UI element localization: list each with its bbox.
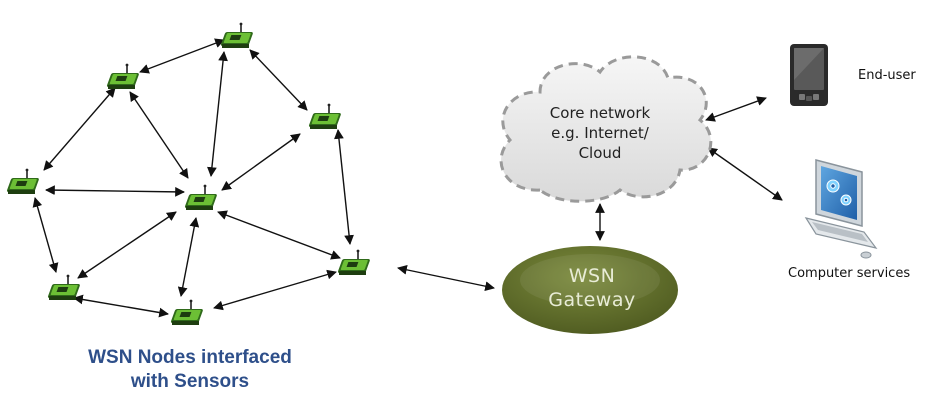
cloud-label-line: e.g. Internet/ [551, 124, 649, 142]
link [77, 211, 177, 279]
sensor-node-icon [46, 273, 82, 301]
link [213, 269, 337, 311]
diagram-caption: WSN Nodes interfaced with Sensors [40, 346, 340, 394]
gear-icon [826, 179, 852, 206]
gateway-link [397, 265, 495, 291]
link [43, 87, 116, 171]
cloud-label-line: Core network [549, 104, 651, 122]
sensor-node-icon [5, 167, 41, 195]
link [32, 197, 59, 273]
sensor-node-icon [219, 21, 255, 49]
sensor-nodes [5, 21, 372, 326]
cloud-label-line: Cloud [578, 144, 622, 162]
sensor-node-icon [183, 183, 219, 211]
link [139, 38, 225, 74]
end-user-label: End-user [858, 68, 916, 83]
computer-services-label: Computer services [788, 266, 911, 281]
gateway-node [502, 246, 678, 334]
link [217, 210, 341, 260]
sensor-node-icon [105, 62, 141, 90]
link [334, 129, 354, 245]
sensor-node-icon [169, 298, 205, 326]
sensor-node-icon [336, 248, 372, 276]
cloud-icon [499, 55, 713, 203]
gateway-label-line: WSN [568, 265, 616, 287]
pda-icon [790, 44, 828, 106]
link [45, 185, 185, 197]
caption-line: with Sensors [130, 371, 250, 392]
end-user-link [705, 96, 767, 122]
sensor-node-icon [307, 102, 343, 130]
computer-icon [804, 159, 878, 259]
link [221, 133, 301, 191]
gateway-label: WSN Gateway [503, 264, 681, 312]
node-links [32, 38, 354, 318]
link [177, 217, 200, 297]
link [207, 51, 228, 177]
network-links [397, 96, 783, 291]
cloud-label: Core network e.g. Internet/ Cloud [515, 103, 685, 163]
computer-link [707, 147, 783, 201]
link [73, 294, 169, 318]
gateway-label-line: Gateway [548, 289, 636, 311]
link [249, 49, 308, 111]
link [129, 91, 189, 179]
caption-line: WSN Nodes interfaced [88, 347, 292, 368]
